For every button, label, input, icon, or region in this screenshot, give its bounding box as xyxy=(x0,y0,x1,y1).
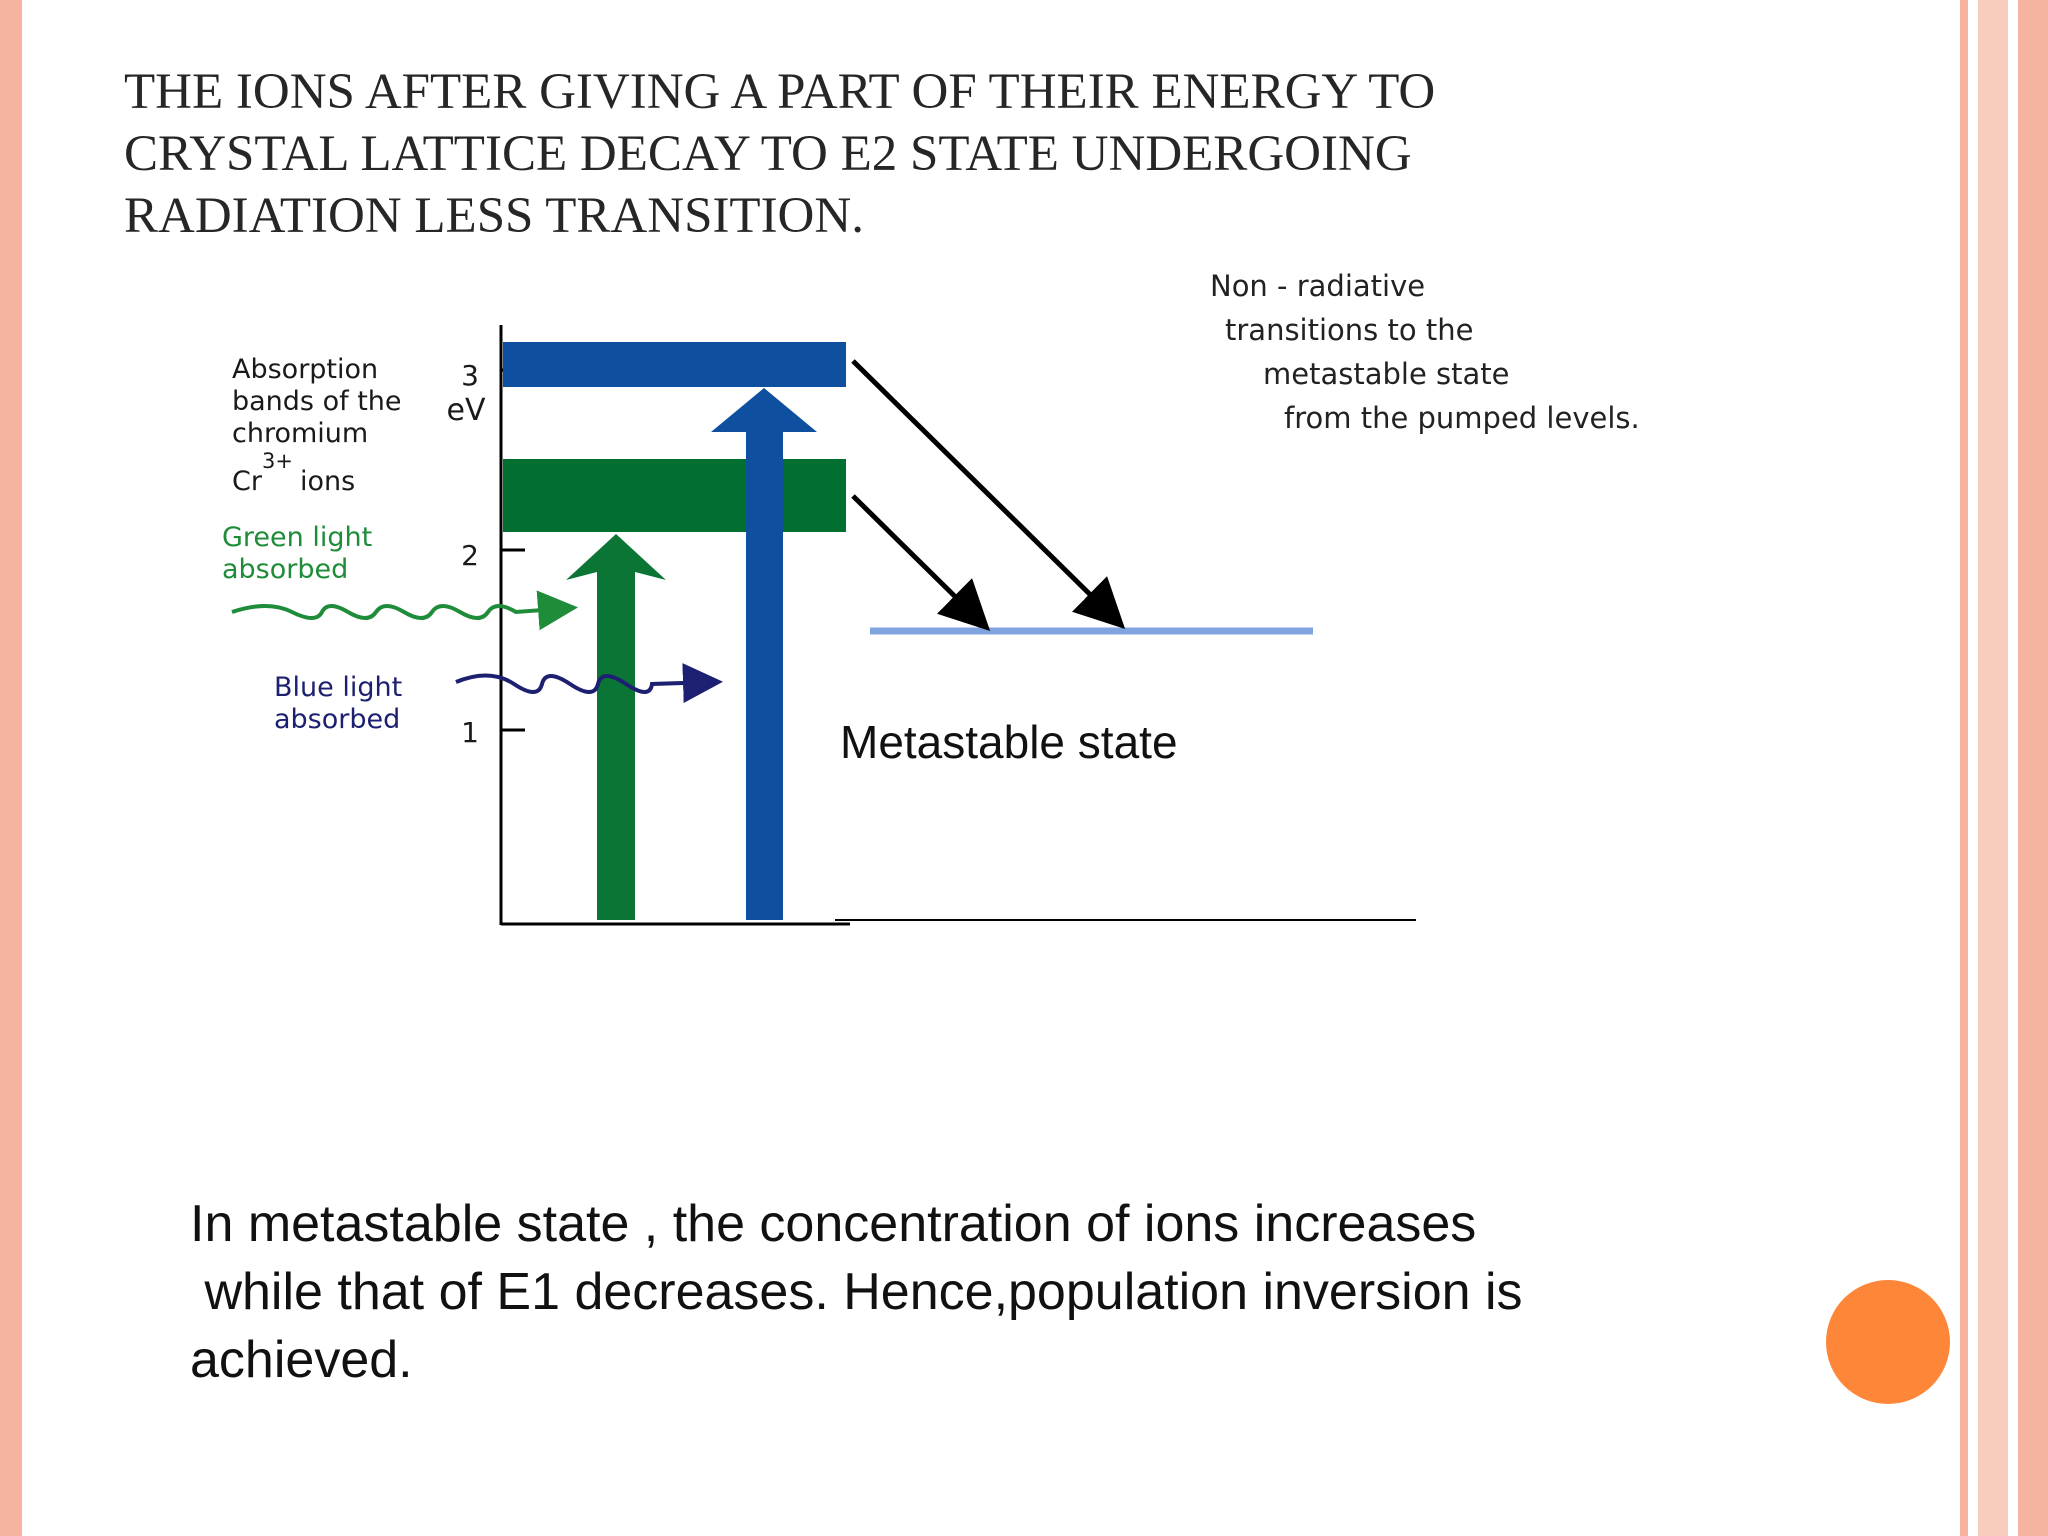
body-line: In metastable state , the concentration … xyxy=(190,1195,1477,1253)
axis-unit-label: eV xyxy=(447,393,486,428)
right-border-stripe xyxy=(1978,0,2008,1536)
green-light-label: absorbed xyxy=(222,554,348,585)
nonradiative-note-line: transitions to the xyxy=(1225,313,1473,347)
body-line: achieved. xyxy=(190,1331,413,1389)
blue-pump-arrow xyxy=(711,388,817,920)
cr-superscript: 3+ xyxy=(262,449,293,473)
green-light-wave xyxy=(231,590,578,631)
slide-title-line: CRYSTAL LATTICE DECAY TO E2 STATE UNDERG… xyxy=(124,126,1412,182)
energy-level-diagram: 3 2 1 eV Absorption bands of the chromiu… xyxy=(222,269,1640,926)
axis-tick-label: 2 xyxy=(461,539,479,572)
blue-light-wave xyxy=(455,663,723,704)
metastable-state-label: Metastable state xyxy=(840,716,1178,768)
axis-tick-label: 3 xyxy=(461,359,479,392)
blue-light-label: absorbed xyxy=(274,704,400,735)
slide-body-text: In metastable state , the concentration … xyxy=(190,1190,1523,1394)
body-line: while that of E1 decreases. Hence,popula… xyxy=(190,1263,1523,1321)
green-light-label: Green light xyxy=(222,522,372,553)
axis-tick-label: 1 xyxy=(461,716,479,749)
green-absorption-band xyxy=(503,459,846,532)
left-border-stripe xyxy=(0,0,22,1536)
absorption-label-line: chromium xyxy=(232,418,368,449)
blue-light-label: Blue light xyxy=(274,672,402,703)
right-border-stripe xyxy=(1960,0,1968,1536)
green-pump-arrow xyxy=(566,534,666,920)
nonradiative-note-line: from the pumped levels. xyxy=(1284,401,1640,435)
slide-title-line: THE IONS AFTER GIVING A PART OF THEIR EN… xyxy=(124,64,1436,120)
nonradiative-arrow-from-blue xyxy=(851,359,1126,630)
absorption-label-line: Absorption xyxy=(232,354,378,385)
nonradiative-note-line: Non - radiative xyxy=(1210,269,1425,303)
decorative-orange-circle xyxy=(1826,1280,1950,1404)
right-border-stripe xyxy=(2018,0,2048,1536)
blue-absorption-band xyxy=(503,342,846,387)
nonradiative-note-line: metastable state xyxy=(1263,357,1509,391)
absorption-label-line: bands of the xyxy=(232,386,402,417)
nonradiative-arrow-from-green xyxy=(851,494,991,632)
slide-title-line: RADIATION LESS TRANSITION. xyxy=(124,188,864,244)
cr-ions-label: ions xyxy=(300,466,355,497)
cr-label: Cr xyxy=(232,466,263,497)
